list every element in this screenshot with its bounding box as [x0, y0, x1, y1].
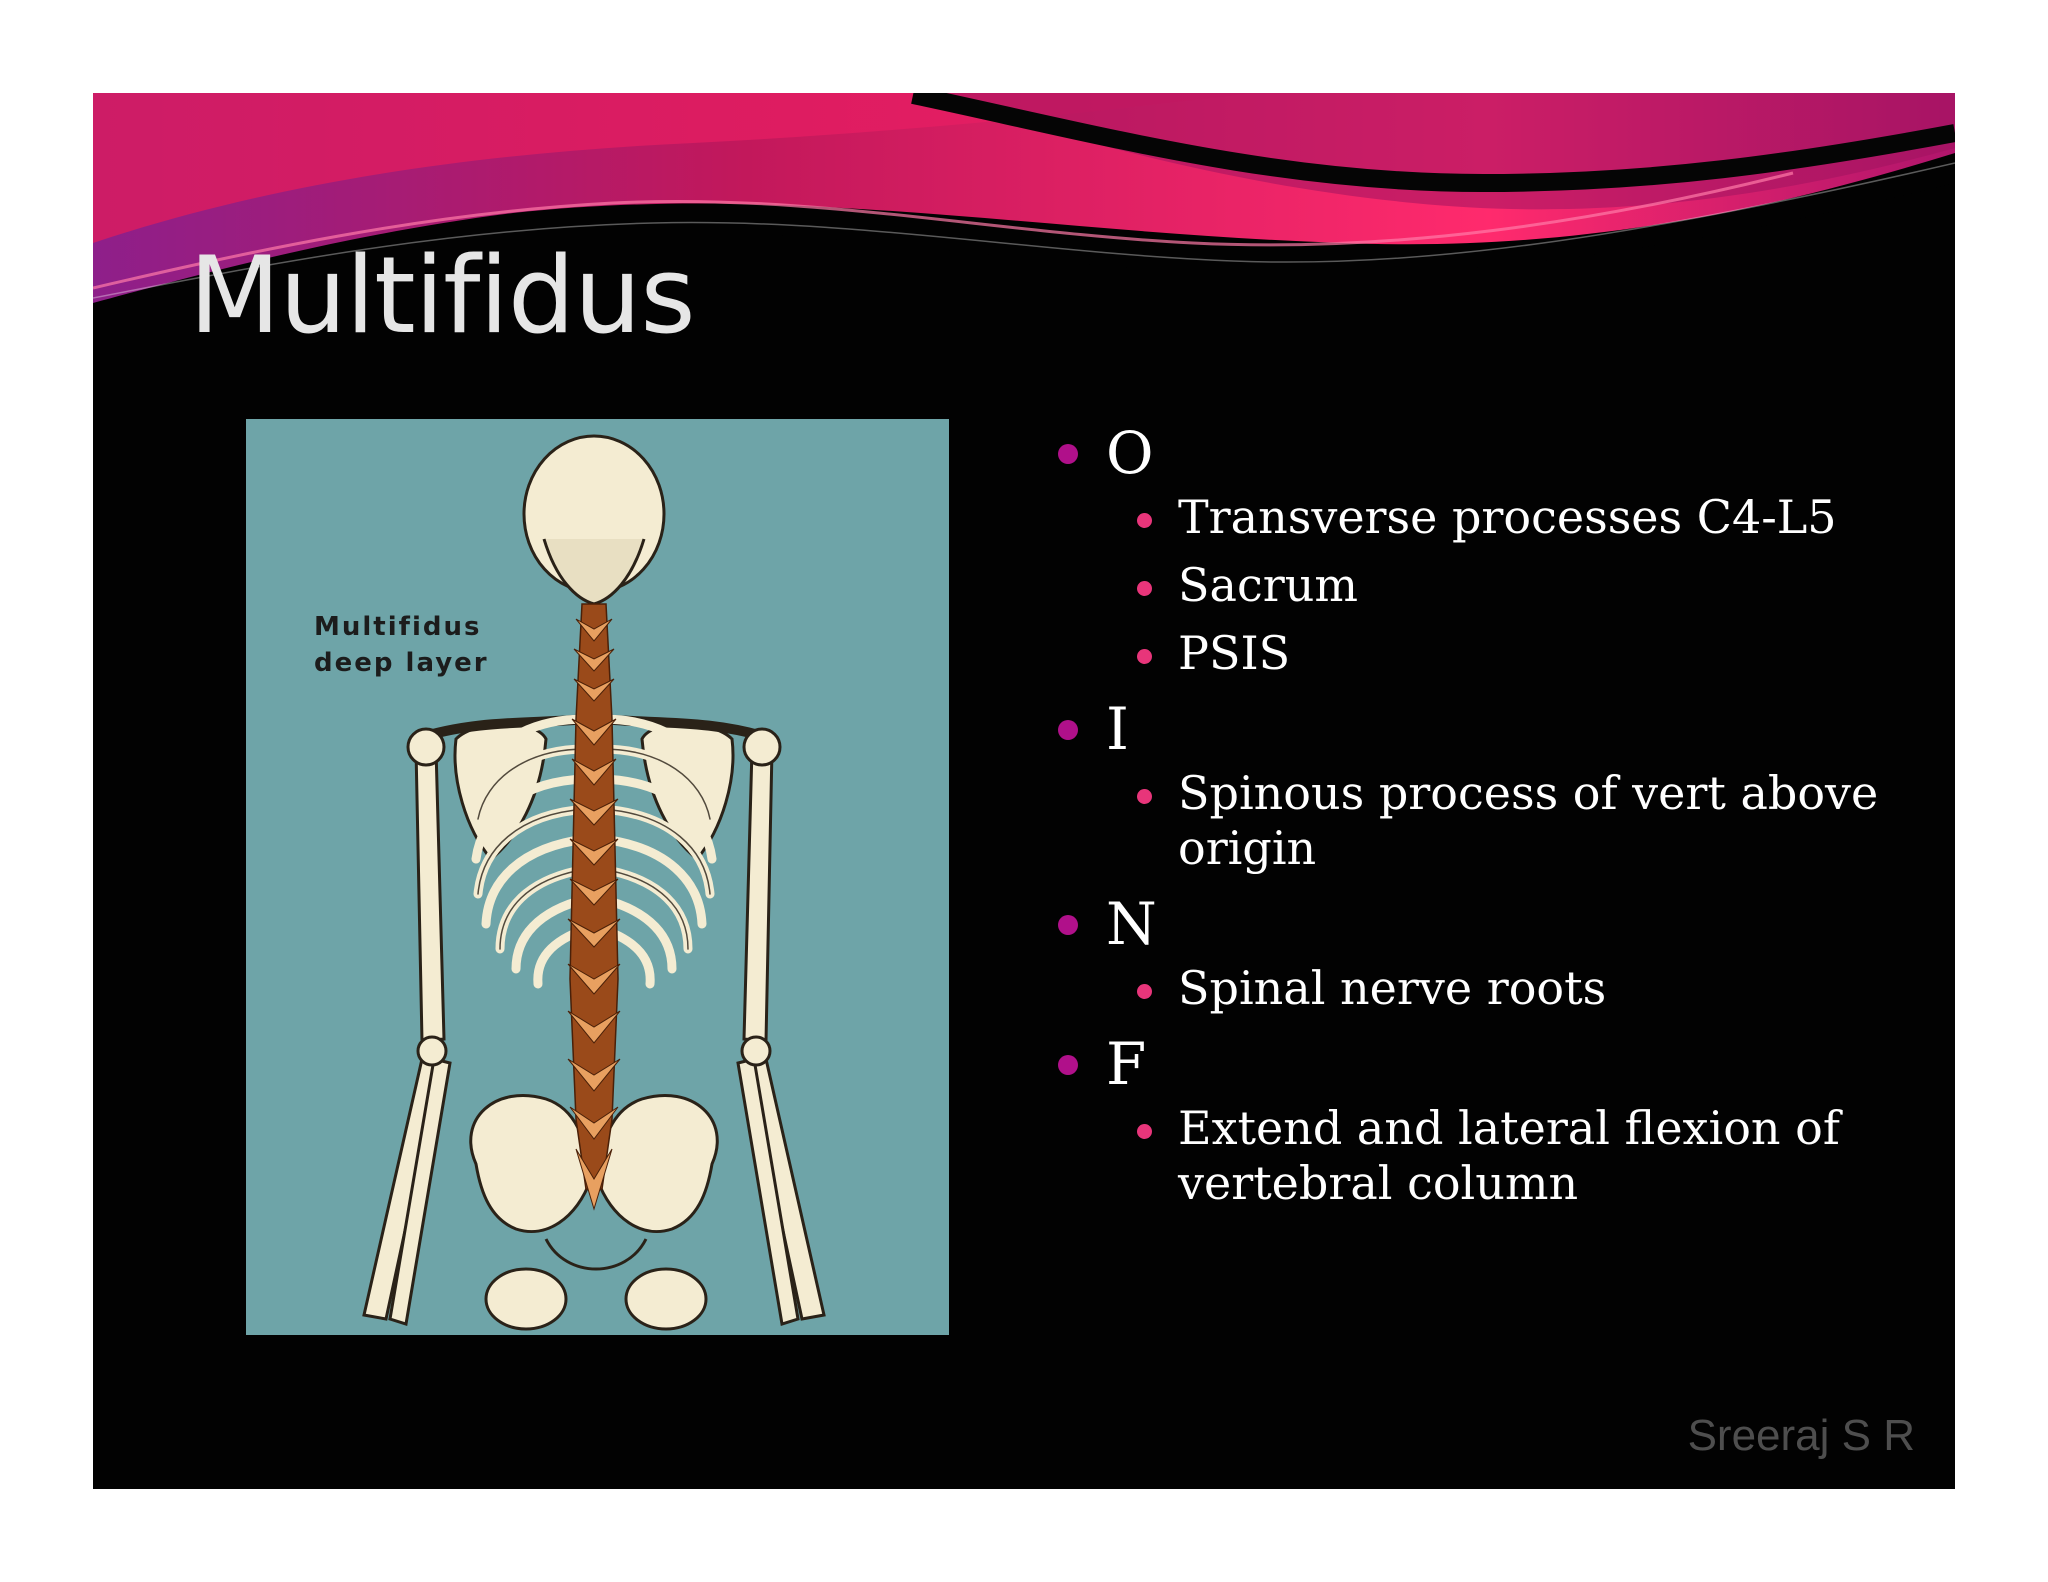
bullet-dot-icon: [1058, 1055, 1078, 1075]
figure-label-line2: deep layer: [314, 648, 489, 678]
sub-bullet: PSIS: [1058, 626, 1918, 681]
sub-bullet: Spinous process of vert above origin: [1058, 766, 1918, 876]
bullet-list: O Transverse processes C4-L5 Sacrum PSIS…: [1058, 418, 1918, 1224]
figure-label: Multifidus deep layer: [314, 609, 489, 681]
sub-bullet-dot-icon: [1137, 789, 1152, 804]
bullet-origin-label: O: [1106, 419, 1154, 487]
slide: Multifidus: [93, 93, 1955, 1489]
sub-bullet-dot-icon: [1137, 581, 1152, 596]
sub-bullet-text: Spinal nerve roots: [1178, 961, 1607, 1015]
sub-bullet-text: Spinous process of vert above origin: [1178, 766, 1879, 875]
sub-bullet: Extend and lateral flexion of vertebral …: [1058, 1101, 1918, 1211]
sub-bullet: Sacrum: [1058, 558, 1918, 613]
figure-label-line1: Multifidus: [314, 612, 482, 642]
bullet-dot-icon: [1058, 444, 1078, 464]
sub-bullet-text: PSIS: [1178, 626, 1291, 680]
sub-bullet-text: Sacrum: [1178, 558, 1358, 612]
header-swoosh-banner: [93, 93, 1955, 353]
bullet-function: F: [1058, 1029, 1918, 1101]
slide-title: Multifidus: [189, 234, 696, 357]
sub-bullet-dot-icon: [1137, 649, 1152, 664]
sub-bullet-dot-icon: [1137, 1124, 1152, 1139]
sub-bullet-text: Transverse processes C4-L5: [1178, 490, 1837, 544]
sub-bullet-text: Extend and lateral flexion of vertebral …: [1178, 1101, 1840, 1210]
bullet-nerve: N: [1058, 889, 1918, 961]
bullet-nerve-label: N: [1106, 890, 1157, 958]
skeleton-back-view-image: [362, 434, 826, 1331]
sub-bullet: Spinal nerve roots: [1058, 961, 1918, 1016]
bullet-function-label: F: [1106, 1030, 1147, 1098]
bullet-dot-icon: [1058, 720, 1078, 740]
sub-bullet-dot-icon: [1137, 513, 1152, 528]
bullet-insertion-label: I: [1106, 695, 1129, 763]
bullet-insertion: I: [1058, 694, 1918, 766]
bullet-origin: O: [1058, 418, 1918, 490]
sub-bullet: Transverse processes C4-L5: [1058, 490, 1918, 545]
sub-bullet-dot-icon: [1137, 984, 1152, 999]
skeleton-illustration: Multifidus deep layer: [246, 419, 949, 1335]
author-credit: Sreeraj S R: [1687, 1411, 1915, 1460]
bullet-dot-icon: [1058, 915, 1078, 935]
